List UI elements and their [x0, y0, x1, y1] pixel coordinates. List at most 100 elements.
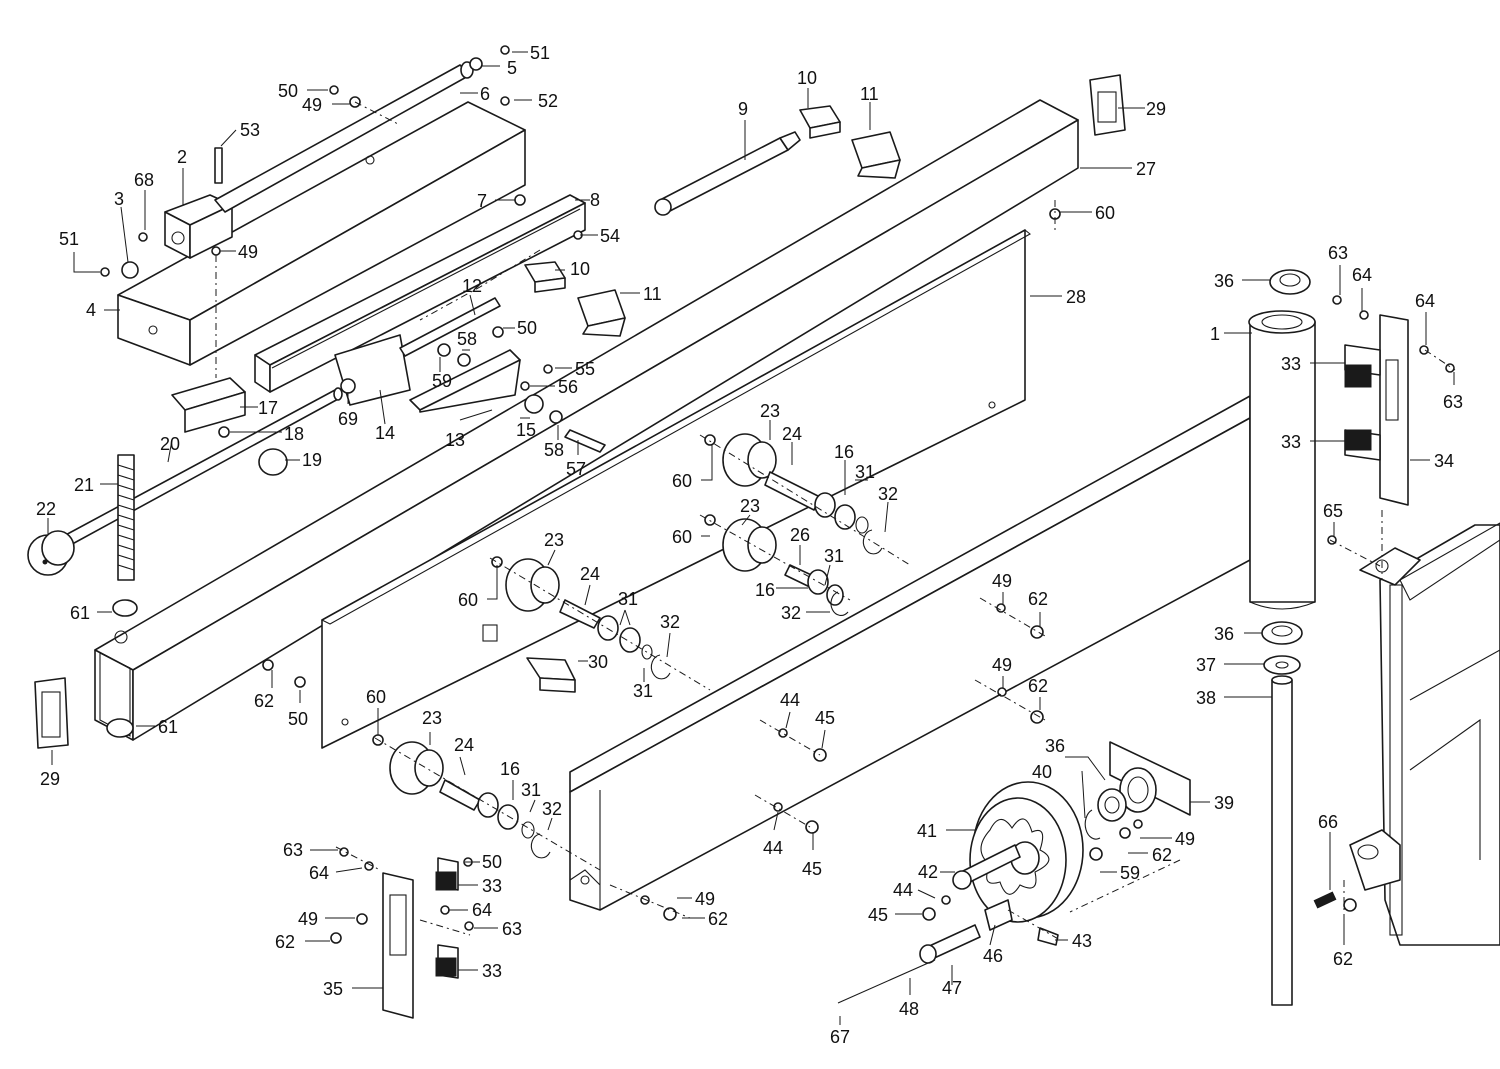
column-tube [1248, 310, 1316, 610]
label-24: 24 [580, 564, 600, 584]
label-40: 40 [1032, 762, 1052, 782]
label-20: 20 [160, 434, 180, 454]
label-63: 63 [1328, 243, 1348, 263]
label-49: 49 [695, 889, 715, 909]
label-12: 12 [462, 276, 482, 296]
label-44: 44 [763, 838, 783, 858]
handwheel [952, 781, 1084, 923]
label-30: 30 [588, 652, 608, 672]
label-56: 56 [558, 377, 578, 397]
label-28: 28 [1066, 287, 1086, 307]
long-bolt [399, 297, 606, 453]
label-49: 49 [238, 242, 258, 262]
label-33: 33 [482, 876, 502, 896]
label-64: 64 [1415, 291, 1435, 311]
label-33: 33 [1281, 432, 1301, 452]
label-14: 14 [375, 423, 395, 443]
label-60: 60 [1095, 203, 1115, 223]
label-43: 43 [1072, 931, 1092, 951]
end-knob [27, 530, 75, 576]
label-60: 60 [672, 527, 692, 547]
label-60: 60 [458, 590, 478, 610]
label-63: 63 [1443, 392, 1463, 412]
threaded-rod [117, 454, 135, 581]
label-67: 67 [830, 1027, 850, 1047]
label-62: 62 [1333, 949, 1353, 969]
label-49: 49 [992, 655, 1012, 675]
label-1: 1 [1210, 324, 1220, 344]
label-59: 59 [432, 371, 452, 391]
label-44: 44 [780, 690, 800, 710]
label-23: 23 [760, 401, 780, 421]
label-49: 49 [1175, 829, 1195, 849]
label-42: 42 [918, 862, 938, 882]
label-50: 50 [517, 318, 537, 338]
brush-bracket-left [382, 857, 459, 1019]
label-8: 8 [590, 190, 600, 210]
label-9: 9 [738, 99, 748, 119]
label-44: 44 [893, 880, 913, 900]
label-29: 29 [40, 769, 60, 789]
label-54: 54 [600, 226, 620, 246]
label-34: 34 [1434, 451, 1454, 471]
main-frame [1349, 522, 1500, 946]
label-50: 50 [278, 81, 298, 101]
label-7: 7 [477, 191, 487, 211]
label-50: 50 [288, 709, 308, 729]
assembly-axes [215, 101, 1456, 941]
label-31: 31 [824, 546, 844, 566]
label-45: 45 [868, 905, 888, 925]
label-49: 49 [298, 909, 318, 929]
bearing-flange [1084, 741, 1191, 840]
label-58: 58 [457, 329, 477, 349]
label-31: 31 [633, 681, 653, 701]
leader-lines [47, 51, 1455, 1025]
label-63: 63 [502, 919, 522, 939]
label-33: 33 [482, 961, 502, 981]
label-62: 62 [708, 909, 728, 929]
label-26: 26 [790, 525, 810, 545]
handle [837, 899, 1059, 1004]
label-5: 5 [507, 58, 517, 78]
label-62: 62 [1028, 676, 1048, 696]
top-fence-body [117, 101, 526, 366]
label-3: 3 [114, 189, 124, 209]
label-62: 62 [254, 691, 274, 711]
label-18: 18 [284, 424, 304, 444]
label-39: 39 [1214, 793, 1234, 813]
label-10: 10 [797, 68, 817, 88]
label-36: 36 [1045, 736, 1065, 756]
label-11: 11 [643, 284, 662, 304]
label-22: 22 [36, 499, 56, 519]
label-41: 41 [917, 821, 937, 841]
label-64: 64 [472, 900, 492, 920]
label-24: 24 [782, 424, 802, 444]
label-37: 37 [1196, 655, 1216, 675]
guide-rod [654, 131, 801, 216]
label-60: 60 [672, 471, 692, 491]
label-60: 60 [366, 687, 386, 707]
label-35: 35 [323, 979, 343, 999]
label-45: 45 [815, 708, 835, 728]
label-65: 65 [1323, 501, 1343, 521]
label-68: 68 [134, 170, 154, 190]
label-36: 36 [1214, 271, 1234, 291]
label-16: 16 [500, 759, 520, 779]
fasteners [100, 45, 1455, 944]
label-49: 49 [992, 571, 1012, 591]
label-16: 16 [834, 442, 854, 462]
label-23: 23 [544, 530, 564, 550]
label-64: 64 [309, 863, 329, 883]
label-4: 4 [86, 300, 96, 320]
label-27: 27 [1136, 159, 1156, 179]
label-45: 45 [802, 859, 822, 879]
side-plate [320, 229, 1031, 749]
label-48: 48 [899, 999, 919, 1019]
label-13: 13 [445, 430, 465, 450]
label-32: 32 [660, 612, 680, 632]
label-59: 59 [1120, 863, 1140, 883]
label-47: 47 [942, 978, 962, 998]
label-29: 29 [1146, 99, 1166, 119]
label-23: 23 [422, 708, 442, 728]
